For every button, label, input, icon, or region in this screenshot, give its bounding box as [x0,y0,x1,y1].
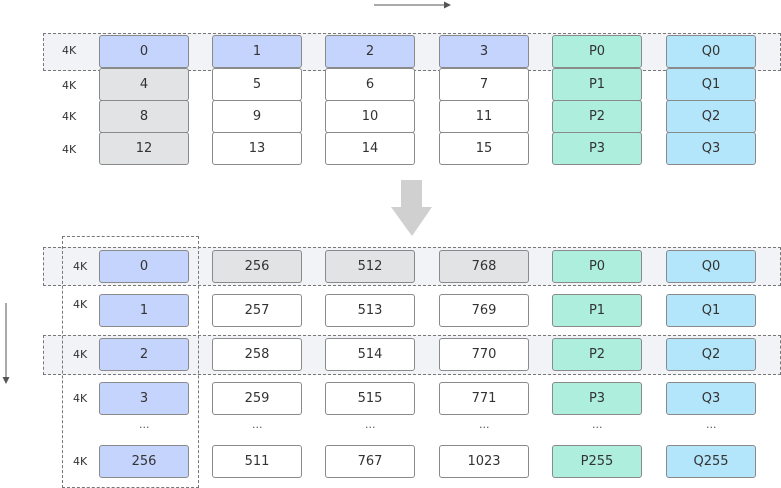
parity-p-cell: P1 [552,294,642,327]
row-label: 4K [73,455,88,468]
block-cell: 259 [212,382,302,415]
parity-p-cell: P255 [552,445,642,478]
parity-q-cell: Q2 [666,338,756,371]
block-cell: 2 [325,35,415,68]
block-cell: 3 [99,382,189,415]
block-cell: 10 [325,100,415,133]
ellipsis: ... [365,418,376,431]
block-cell: 6 [325,68,415,101]
ellipsis: ... [139,418,150,431]
parity-q-cell: Q1 [666,68,756,101]
block-cell: 514 [325,338,415,371]
block-cell: 5 [212,68,302,101]
row-label: 4K [73,298,88,311]
row-label: 4K [73,260,88,273]
ellipsis: ... [252,418,263,431]
block-cell: 7 [439,68,529,101]
parity-p-cell: P0 [552,250,642,283]
block-cell: 13 [212,132,302,165]
row-label: 4K [62,143,77,156]
vertical-arrow-icon [2,303,10,384]
block-cell: 12 [99,132,189,165]
big-down-arrow-icon [391,180,432,236]
block-cell: 513 [325,294,415,327]
block-cell: 0 [99,35,189,68]
block-cell: 0 [99,250,189,283]
block-cell: 8 [99,100,189,133]
block-cell: 767 [325,445,415,478]
block-cell: 4 [99,68,189,101]
block-cell: 257 [212,294,302,327]
row-label: 4K [73,392,88,405]
block-cell: 512 [325,250,415,283]
block-cell: 15 [439,132,529,165]
parity-p-cell: P2 [552,338,642,371]
row-label: 4K [62,110,77,123]
parity-q-cell: Q2 [666,100,756,133]
block-cell: 14 [325,132,415,165]
parity-p-cell: P1 [552,68,642,101]
parity-q-cell: Q0 [666,35,756,68]
parity-q-cell: Q0 [666,250,756,283]
block-cell: 771 [439,382,529,415]
block-cell: 258 [212,338,302,371]
parity-q-cell: Q3 [666,382,756,415]
parity-p-cell: P2 [552,100,642,133]
horizontal-arrow-icon [374,1,451,9]
parity-p-cell: P3 [552,132,642,165]
block-cell: 515 [325,382,415,415]
block-cell: 256 [99,445,189,478]
row-label: 4K [62,44,77,57]
block-cell: 770 [439,338,529,371]
block-cell: 256 [212,250,302,283]
row-label: 4K [73,348,88,361]
block-cell: 769 [439,294,529,327]
parity-p-cell: P0 [552,35,642,68]
parity-q-cell: Q255 [666,445,756,478]
block-cell: 1023 [439,445,529,478]
block-cell: 511 [212,445,302,478]
block-cell: 1 [212,35,302,68]
block-cell: 768 [439,250,529,283]
parity-q-cell: Q1 [666,294,756,327]
parity-p-cell: P3 [552,382,642,415]
block-cell: 1 [99,294,189,327]
ellipsis: ... [706,418,717,431]
row-label: 4K [62,79,77,92]
block-cell: 9 [212,100,302,133]
ellipsis: ... [479,418,490,431]
block-cell: 11 [439,100,529,133]
parity-q-cell: Q3 [666,132,756,165]
ellipsis: ... [592,418,603,431]
block-cell: 2 [99,338,189,371]
block-cell: 3 [439,35,529,68]
